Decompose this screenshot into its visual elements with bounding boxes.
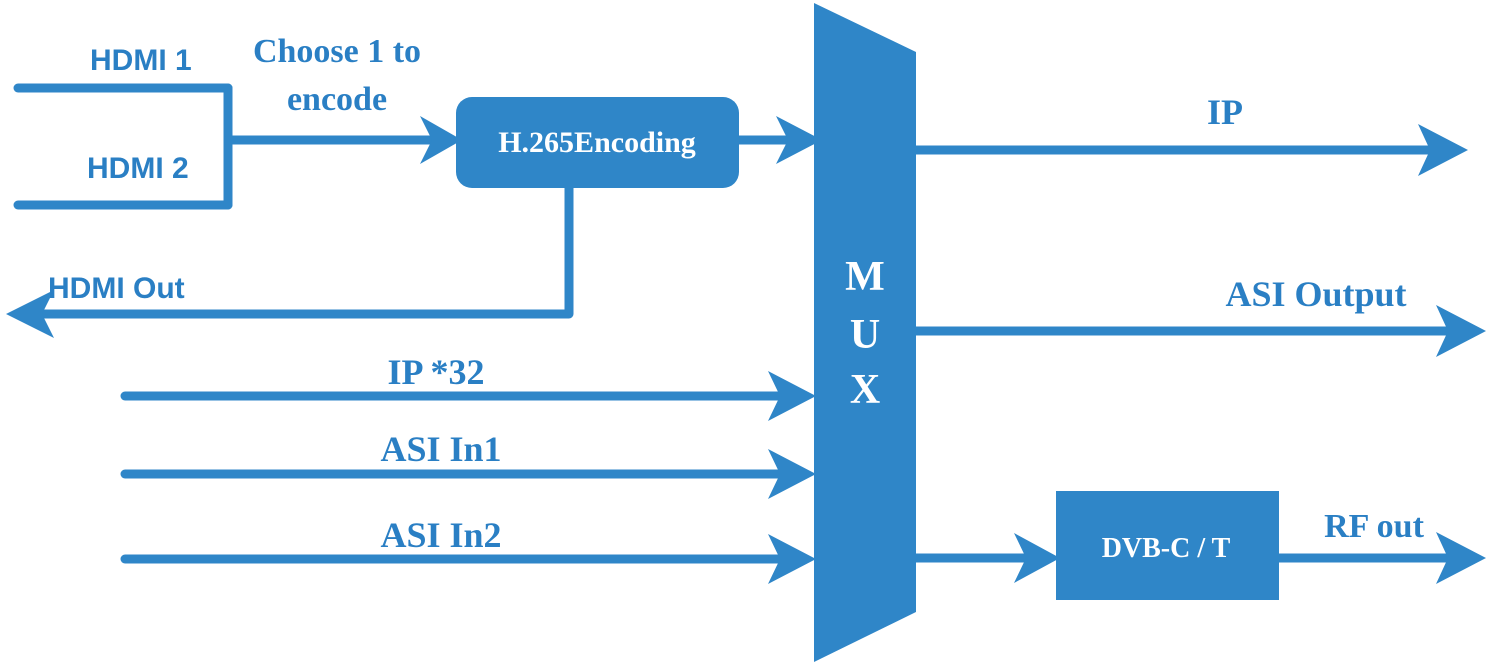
- ip-output-arrowhead: [1418, 124, 1468, 176]
- ip32-label: IP *32: [387, 352, 484, 392]
- asi-in2-label: ASI In2: [380, 515, 501, 555]
- encoder-input-arrowhead: [420, 116, 462, 164]
- encoder-label: H.265Encoding: [498, 126, 696, 159]
- hdmi1-label: HDMI 1: [90, 44, 192, 77]
- ip32-arrowhead: [768, 371, 816, 421]
- mux-letter-u: U: [850, 312, 880, 358]
- mux-letter-x: X: [850, 367, 880, 413]
- rf-out-label: RF out: [1324, 508, 1424, 545]
- encoder-block: [456, 97, 739, 188]
- ip-output-label: IP: [1207, 92, 1243, 132]
- mux-block: [814, 3, 916, 662]
- choose-label-line2: encode: [287, 81, 387, 118]
- mux-input-arrowhead-encoder: [776, 116, 822, 164]
- asi-output-arrowhead: [1436, 305, 1486, 357]
- asi-in1-label: ASI In1: [380, 429, 501, 469]
- hdmi-out-arrowhead: [6, 290, 54, 338]
- choose-label-line1: Choose 1 to: [253, 33, 421, 70]
- encoder-to-hdmi-out-line: [17, 180, 574, 319]
- hdmi-out-label: HDMI Out: [48, 272, 185, 305]
- asi-in2-arrowhead: [768, 534, 816, 584]
- modulator-input-arrowhead: [1014, 533, 1060, 583]
- mux-letter-m: M: [845, 254, 885, 300]
- hdmi2-label: HDMI 2: [87, 152, 189, 185]
- rf-out-arrowhead: [1436, 532, 1486, 584]
- asi-in1-arrowhead: [768, 449, 816, 499]
- asi-output-label: ASI Output: [1225, 274, 1406, 314]
- modulator-block: [1056, 491, 1279, 600]
- modulator-label: DVB-C / T: [1102, 533, 1231, 564]
